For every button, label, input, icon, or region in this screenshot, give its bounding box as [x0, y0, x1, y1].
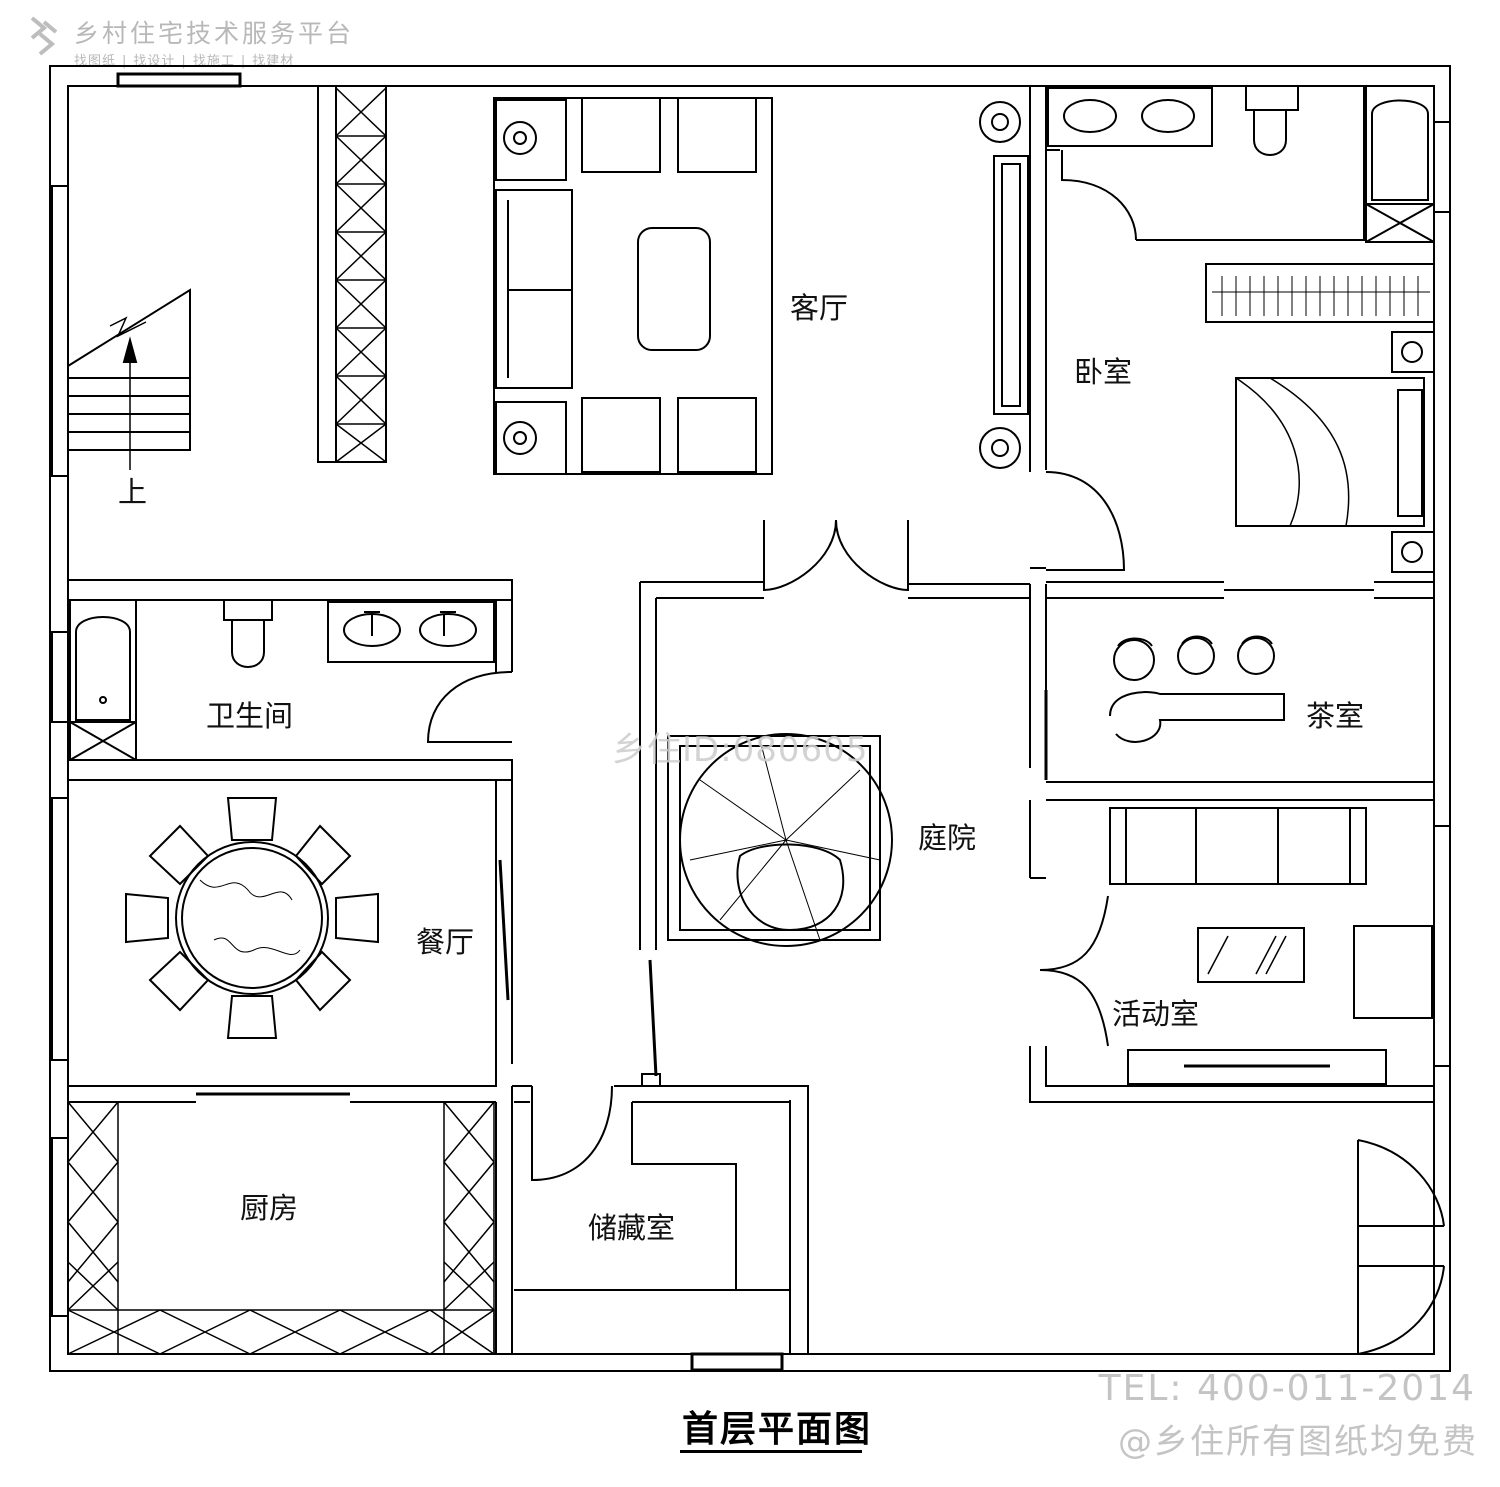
staircase — [67, 288, 191, 470]
wall-courtyard-top — [907, 520, 1030, 599]
double-bed — [1235, 331, 1435, 573]
door-activity-1 — [1029, 800, 1109, 1047]
wardrobe — [1205, 263, 1435, 323]
shelf-crosses — [335, 87, 387, 463]
courtyard-slide — [648, 959, 658, 1077]
plan-title: 首层平面图 — [682, 1409, 873, 1450]
door-right-double — [1357, 1139, 1445, 1355]
label-storage-room: 储藏室 — [588, 1211, 675, 1245]
tea-room-furniture — [1109, 635, 1285, 743]
tel-watermark: TEL: 400-011-2014 — [1098, 1368, 1476, 1409]
label-dining-room: 餐厅 — [416, 925, 474, 959]
door-master-bath — [1061, 150, 1137, 241]
window-right-1 — [1433, 121, 1451, 213]
window-left-2 — [51, 631, 69, 723]
toilet-bath — [223, 599, 273, 668]
label-living-room: 客厅 — [790, 291, 848, 325]
label-bathroom: 卫生间 — [206, 699, 293, 733]
door-courtyard-top — [763, 519, 909, 592]
wall-bedroom-tea — [1046, 581, 1434, 599]
wall-bath-bottom — [68, 759, 513, 781]
stair-rail — [317, 85, 337, 463]
wall-storage — [512, 1085, 809, 1354]
tea-room-bottom-wall — [1046, 781, 1434, 801]
wall-courtyard-left — [639, 520, 765, 950]
door-dining-slide — [498, 859, 510, 1001]
kitchen-counters — [67, 1101, 495, 1355]
label-activity-room: 活动室 — [1112, 997, 1199, 1031]
master-bath-fixtures — [1047, 85, 1435, 243]
courtyard-tree — [667, 733, 893, 947]
dining-table-set — [125, 797, 379, 1039]
wall-kitchen-right — [495, 1086, 513, 1354]
label-courtyard: 庭院 — [918, 821, 976, 855]
window-left-4 — [51, 1137, 69, 1317]
sinks-bath — [327, 601, 495, 663]
wall-bath-right — [495, 600, 513, 672]
label-bedroom: 卧室 — [1074, 355, 1132, 389]
wall-dining-kitchen — [68, 1064, 497, 1103]
door-bedroom — [1045, 471, 1126, 571]
wall-bedroom-left — [1029, 86, 1047, 768]
bathtub-left — [69, 599, 137, 761]
storage-shelf — [335, 85, 387, 463]
wall-master-bath — [1045, 86, 1365, 241]
plan-title-underline — [680, 1450, 862, 1453]
courtyard-post — [641, 1073, 661, 1087]
wall-dining-right — [495, 780, 513, 1064]
window-right-2 — [1433, 825, 1451, 1067]
label-stair-up: 上 — [118, 475, 147, 509]
tv-cabinet — [979, 101, 1029, 469]
storage-shelf-l — [631, 1101, 790, 1290]
window-left-3 — [51, 797, 69, 1061]
wall-stair-bath — [68, 579, 513, 601]
door-storage — [531, 1085, 613, 1182]
brand-logo-icon — [30, 16, 58, 56]
window-left-1 — [51, 185, 69, 477]
window-top-left — [116, 72, 242, 88]
living-room-furniture — [493, 97, 773, 475]
brand-watermark: 乡村住宅技术服务平台 — [74, 19, 355, 48]
label-tea-room: 茶室 — [1306, 699, 1364, 733]
id-watermark: 乡住ID:080605 — [612, 730, 869, 770]
free-note-watermark: @乡住所有图纸均免费 — [1118, 1422, 1478, 1462]
window-bottom — [690, 1352, 784, 1372]
wall-activity-bottom — [1029, 1046, 1434, 1103]
door-bathroom — [426, 671, 513, 743]
activity-room-furniture — [1109, 807, 1433, 1085]
label-kitchen: 厨房 — [240, 1191, 298, 1225]
